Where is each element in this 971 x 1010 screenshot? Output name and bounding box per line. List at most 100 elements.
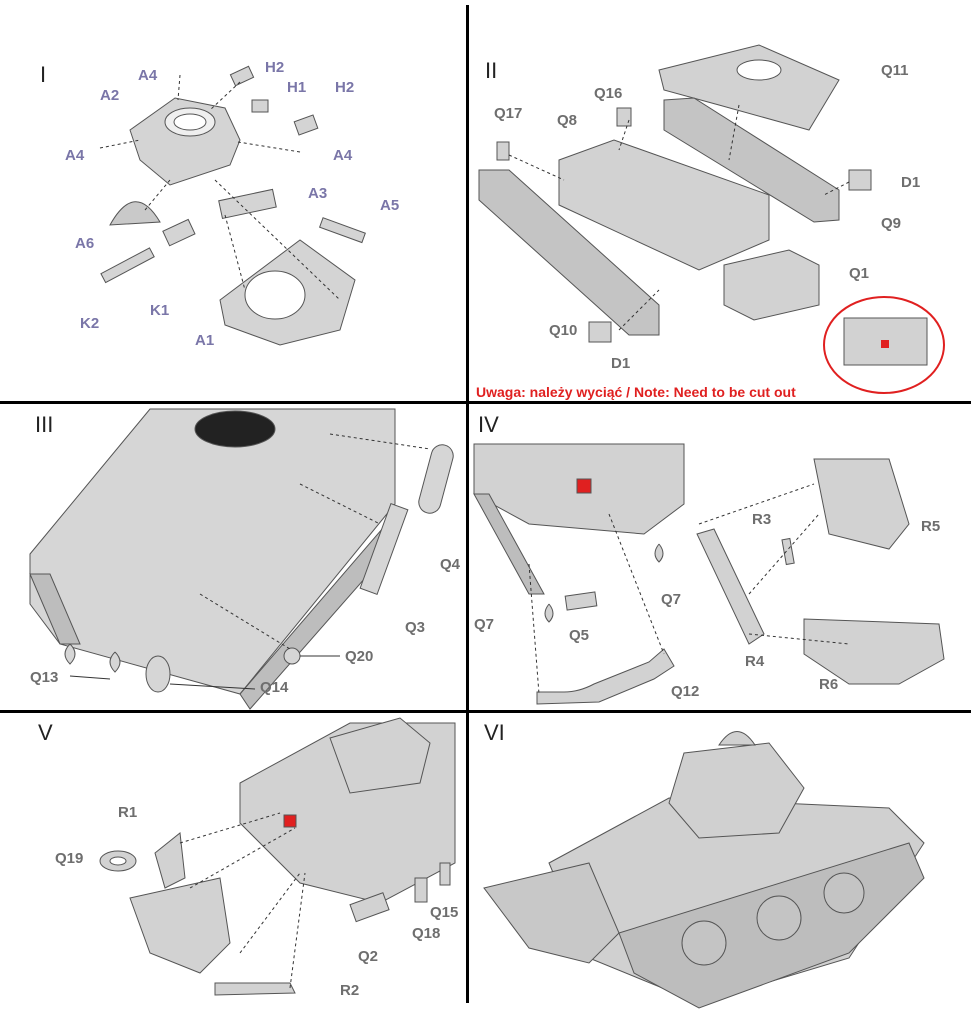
skid-part-r6 (803, 618, 945, 685)
part-q5 (564, 591, 598, 611)
part-q18 (414, 877, 428, 903)
cutout-mark (881, 340, 889, 348)
bracket-part-a3 (218, 188, 277, 220)
step-number-6: VI (484, 720, 505, 745)
label-k2: K2 (80, 315, 99, 332)
panel-6-completed-model (483, 731, 925, 1009)
part-q7-right (654, 543, 664, 563)
label-r3: R3 (752, 511, 771, 528)
part-q15 (439, 862, 451, 886)
part-q14 (145, 655, 171, 693)
label-q20: Q20 (345, 648, 373, 665)
cover-part-a5 (318, 217, 366, 244)
label-d1-right: D1 (901, 174, 920, 191)
part-r2 (214, 982, 296, 996)
panel-3-hull-details: Q4 Q3 Q20 Q13 Q14 (29, 408, 461, 710)
hull-tub-part-q8 (558, 139, 770, 271)
label-a6: A6 (75, 235, 94, 252)
step-number-3: III (35, 412, 54, 437)
part-q4 (418, 444, 454, 514)
label-r2: R2 (340, 982, 359, 999)
cut-out-note: Uwaga: należy wyciąć / Note: Need to be … (476, 384, 796, 400)
label-a3: A3 (308, 185, 327, 202)
horizontal-divider-1 (0, 401, 971, 404)
label-d1-bottom: D1 (611, 355, 630, 372)
label-a4-left: A4 (65, 147, 85, 164)
part-q2 (349, 892, 390, 923)
horizontal-divider-2 (0, 710, 971, 713)
finished-tank-skid (483, 862, 620, 964)
panel-4-rear-fittings: R3 R5 Q7 Q7 Q5 R4 R6 Q12 (473, 443, 945, 705)
tail-frame-part-r5 (813, 458, 910, 550)
label-q18: Q18 (412, 925, 440, 942)
label-q17: Q17 (494, 105, 522, 122)
hatch-part-h2-top (229, 65, 255, 87)
gun-part-k2 (100, 247, 155, 284)
label-r5: R5 (921, 518, 940, 535)
label-q12: Q12 (671, 683, 699, 700)
part-q16 (616, 107, 632, 127)
label-q7-right: Q7 (661, 591, 681, 608)
label-a1: A1 (195, 332, 214, 349)
label-q13: Q13 (30, 669, 58, 686)
label-q16: Q16 (594, 85, 622, 102)
label-q5: Q5 (569, 627, 589, 644)
label-r1: R1 (118, 804, 137, 821)
step-number-1: I (40, 62, 47, 87)
rear-red-mark (576, 478, 592, 494)
label-q2: Q2 (358, 948, 378, 965)
label-a2: A2 (100, 87, 119, 104)
label-r6: R6 (819, 676, 838, 693)
label-q9: Q9 (881, 215, 901, 232)
part-q3 (359, 502, 409, 596)
vertical-divider (466, 5, 469, 1003)
step-number-5: V (38, 720, 53, 745)
label-a4-right: A4 (333, 147, 353, 164)
panel-2-hull-tracks: Q11 Q16 Q17 Q8 D1 Q9 Q1 Q10 D1 (478, 44, 945, 394)
step-number-2: II (485, 58, 498, 83)
label-a5: A5 (380, 197, 399, 214)
step-number-4: IV (478, 412, 499, 437)
label-q15: Q15 (430, 904, 458, 921)
label-k1: K1 (150, 302, 169, 319)
rear-red-mark-v (283, 814, 297, 828)
part-q7-left (544, 603, 554, 623)
part-r3 (781, 537, 795, 566)
label-q14: Q14 (260, 679, 289, 696)
label-q8: Q8 (557, 112, 577, 129)
label-h2-right: H2 (335, 79, 354, 96)
left-track (29, 573, 81, 645)
part-q13 (64, 643, 121, 673)
label-a4-top: A4 (138, 67, 158, 84)
cupola-part-a6 (109, 201, 161, 226)
panel-5-tail-mounting: R1 Q19 Q15 Q18 Q2 R2 (55, 717, 458, 999)
part-q17 (496, 141, 510, 161)
label-q1: Q1 (849, 265, 869, 282)
finished-tank-turret (668, 742, 805, 839)
finished-tank-cupola (718, 731, 756, 746)
label-q19: Q19 (55, 850, 83, 867)
part-r1 (154, 832, 186, 889)
idler-part-d1-bottom (588, 321, 612, 343)
panel-1-turret-assembly: A4 H2 A2 H1 H2 A4 A4 A3 A5 A6 K1 K2 A1 (65, 59, 399, 349)
label-q11: Q11 (881, 62, 909, 79)
track-left-part-q10 (478, 169, 660, 336)
label-q7-left: Q7 (474, 616, 494, 633)
label-h2-top: H2 (265, 59, 284, 76)
label-q4: Q4 (440, 556, 461, 573)
exhaust-part-q12 (536, 648, 675, 705)
label-r4: R4 (745, 653, 765, 670)
idler-part-d1-right (848, 169, 872, 191)
hatch-part-h1 (251, 99, 269, 113)
label-h1: H1 (287, 79, 306, 96)
rear-plate-part-q1 (723, 249, 820, 321)
part-q20 (283, 647, 301, 665)
label-q3: Q3 (405, 619, 425, 636)
track-right-part-q9 (663, 97, 840, 223)
tail-skid-assembly (129, 877, 231, 974)
hatch-part-h2-right (293, 114, 319, 136)
upper-hull-part-q11 (658, 44, 840, 131)
tank-hull-body (29, 408, 396, 695)
tail-side-part-r4 (696, 528, 765, 645)
rear-left-track (473, 493, 545, 595)
